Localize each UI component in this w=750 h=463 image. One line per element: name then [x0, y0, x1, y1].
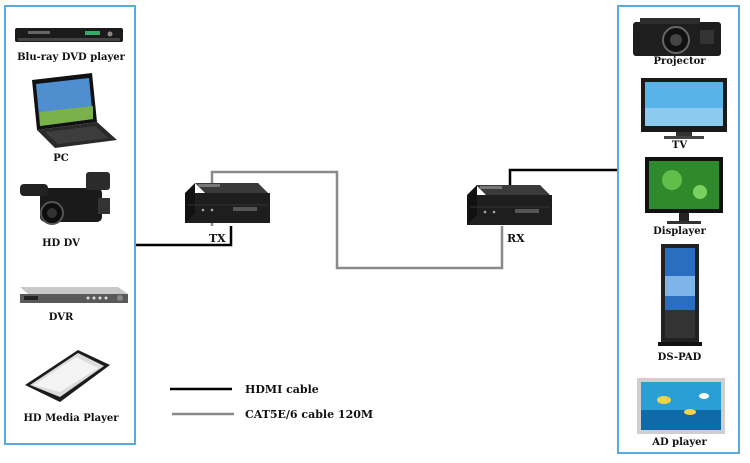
camcorder-icon — [20, 172, 110, 225]
hdmi-cable-source — [136, 226, 233, 247]
display-label-displayer: Displayer — [653, 226, 706, 237]
display-label-ad-player: AD player — [652, 437, 707, 448]
source-label-bluray: Blu-ray DVD player — [17, 52, 125, 63]
monitor-icon — [645, 157, 723, 224]
cat-legend-label: CAT5E/6 cable 120M — [245, 408, 374, 421]
rx-label: RX — [507, 232, 525, 245]
hdmi-extender-rx-icon — [467, 185, 552, 225]
display-label-projector: Projector — [653, 56, 706, 67]
tv-icon — [641, 78, 727, 139]
hdmi-legend-label: HDMI cable — [245, 383, 319, 396]
display-label-dspad: DS-PAD — [657, 352, 702, 363]
bluray-player-icon — [15, 28, 123, 42]
laptop-icon — [32, 73, 117, 148]
ad-player-icon — [637, 378, 725, 434]
dvr-icon — [20, 287, 128, 303]
projector-icon — [633, 18, 721, 56]
hdmi-cable-display — [508, 168, 617, 187]
media-player-icon — [25, 350, 110, 402]
display-label-tv: TV — [671, 140, 688, 151]
tx-label: TX — [209, 232, 226, 245]
hdmi-extender-tx-icon — [185, 183, 270, 223]
source-label-dvr: DVR — [48, 312, 74, 323]
kiosk-display-icon — [658, 244, 702, 346]
source-label-hddv: HD DV — [42, 238, 80, 249]
source-label-media-player: HD Media Player — [23, 413, 119, 424]
cat-cable — [210, 170, 504, 270]
source-label-pc: PC — [53, 153, 69, 164]
